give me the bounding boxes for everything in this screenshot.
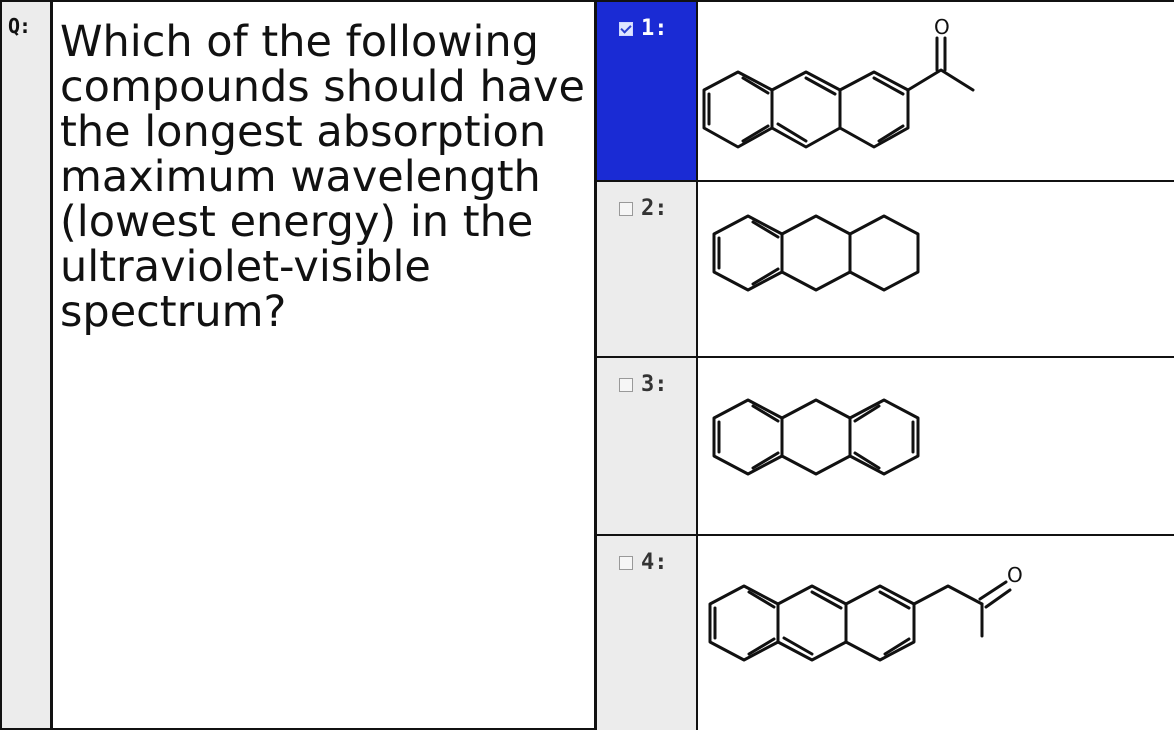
question-label-strip: Q: xyxy=(2,2,53,728)
molecule-2-acetylanthracene-icon: O xyxy=(702,15,975,149)
question-label: Q: xyxy=(8,14,31,38)
answer-option-3[interactable]: 3: xyxy=(597,356,1174,536)
answer-label: 3: xyxy=(641,372,668,397)
answer-number-cell[interactable]: 3: xyxy=(597,358,698,536)
checkbox-unchecked-icon[interactable] xyxy=(619,377,633,392)
answer-list: 1: xyxy=(597,2,1174,730)
molecule-octahydroanthracene-icon xyxy=(712,214,920,292)
checkbox-unchecked-icon[interactable] xyxy=(619,201,633,216)
answer-structure-image[interactable]: O xyxy=(698,536,1174,730)
answer-number-cell[interactable]: 1: xyxy=(597,2,698,180)
checkbox-checked-icon[interactable] xyxy=(619,21,633,36)
answer-option-4[interactable]: 4: xyxy=(597,534,1174,730)
atom-label-oxygen: O xyxy=(934,15,950,39)
answer-structure-image[interactable]: O xyxy=(698,2,1174,180)
answer-label: 4: xyxy=(641,550,668,575)
molecule-anthracenyl-propanone-icon: O xyxy=(708,563,1023,662)
answer-structure-image[interactable] xyxy=(698,358,1174,536)
answer-label: 1: xyxy=(641,16,668,41)
question-divider xyxy=(594,2,597,728)
answer-label: 2: xyxy=(641,196,668,221)
answer-option-1[interactable]: 1: xyxy=(597,2,1174,180)
checkbox-unchecked-icon[interactable] xyxy=(619,555,633,570)
molecule-dihydroanthracene-icon xyxy=(712,398,920,476)
question-text: Which of the following compounds should … xyxy=(60,17,585,337)
answer-structure-image[interactable] xyxy=(698,182,1174,358)
answer-number-cell[interactable]: 2: xyxy=(597,182,698,358)
answer-number-cell[interactable]: 4: xyxy=(597,536,698,730)
atom-label-oxygen: O xyxy=(1007,563,1023,587)
answer-option-2[interactable]: 2: xyxy=(597,180,1174,358)
